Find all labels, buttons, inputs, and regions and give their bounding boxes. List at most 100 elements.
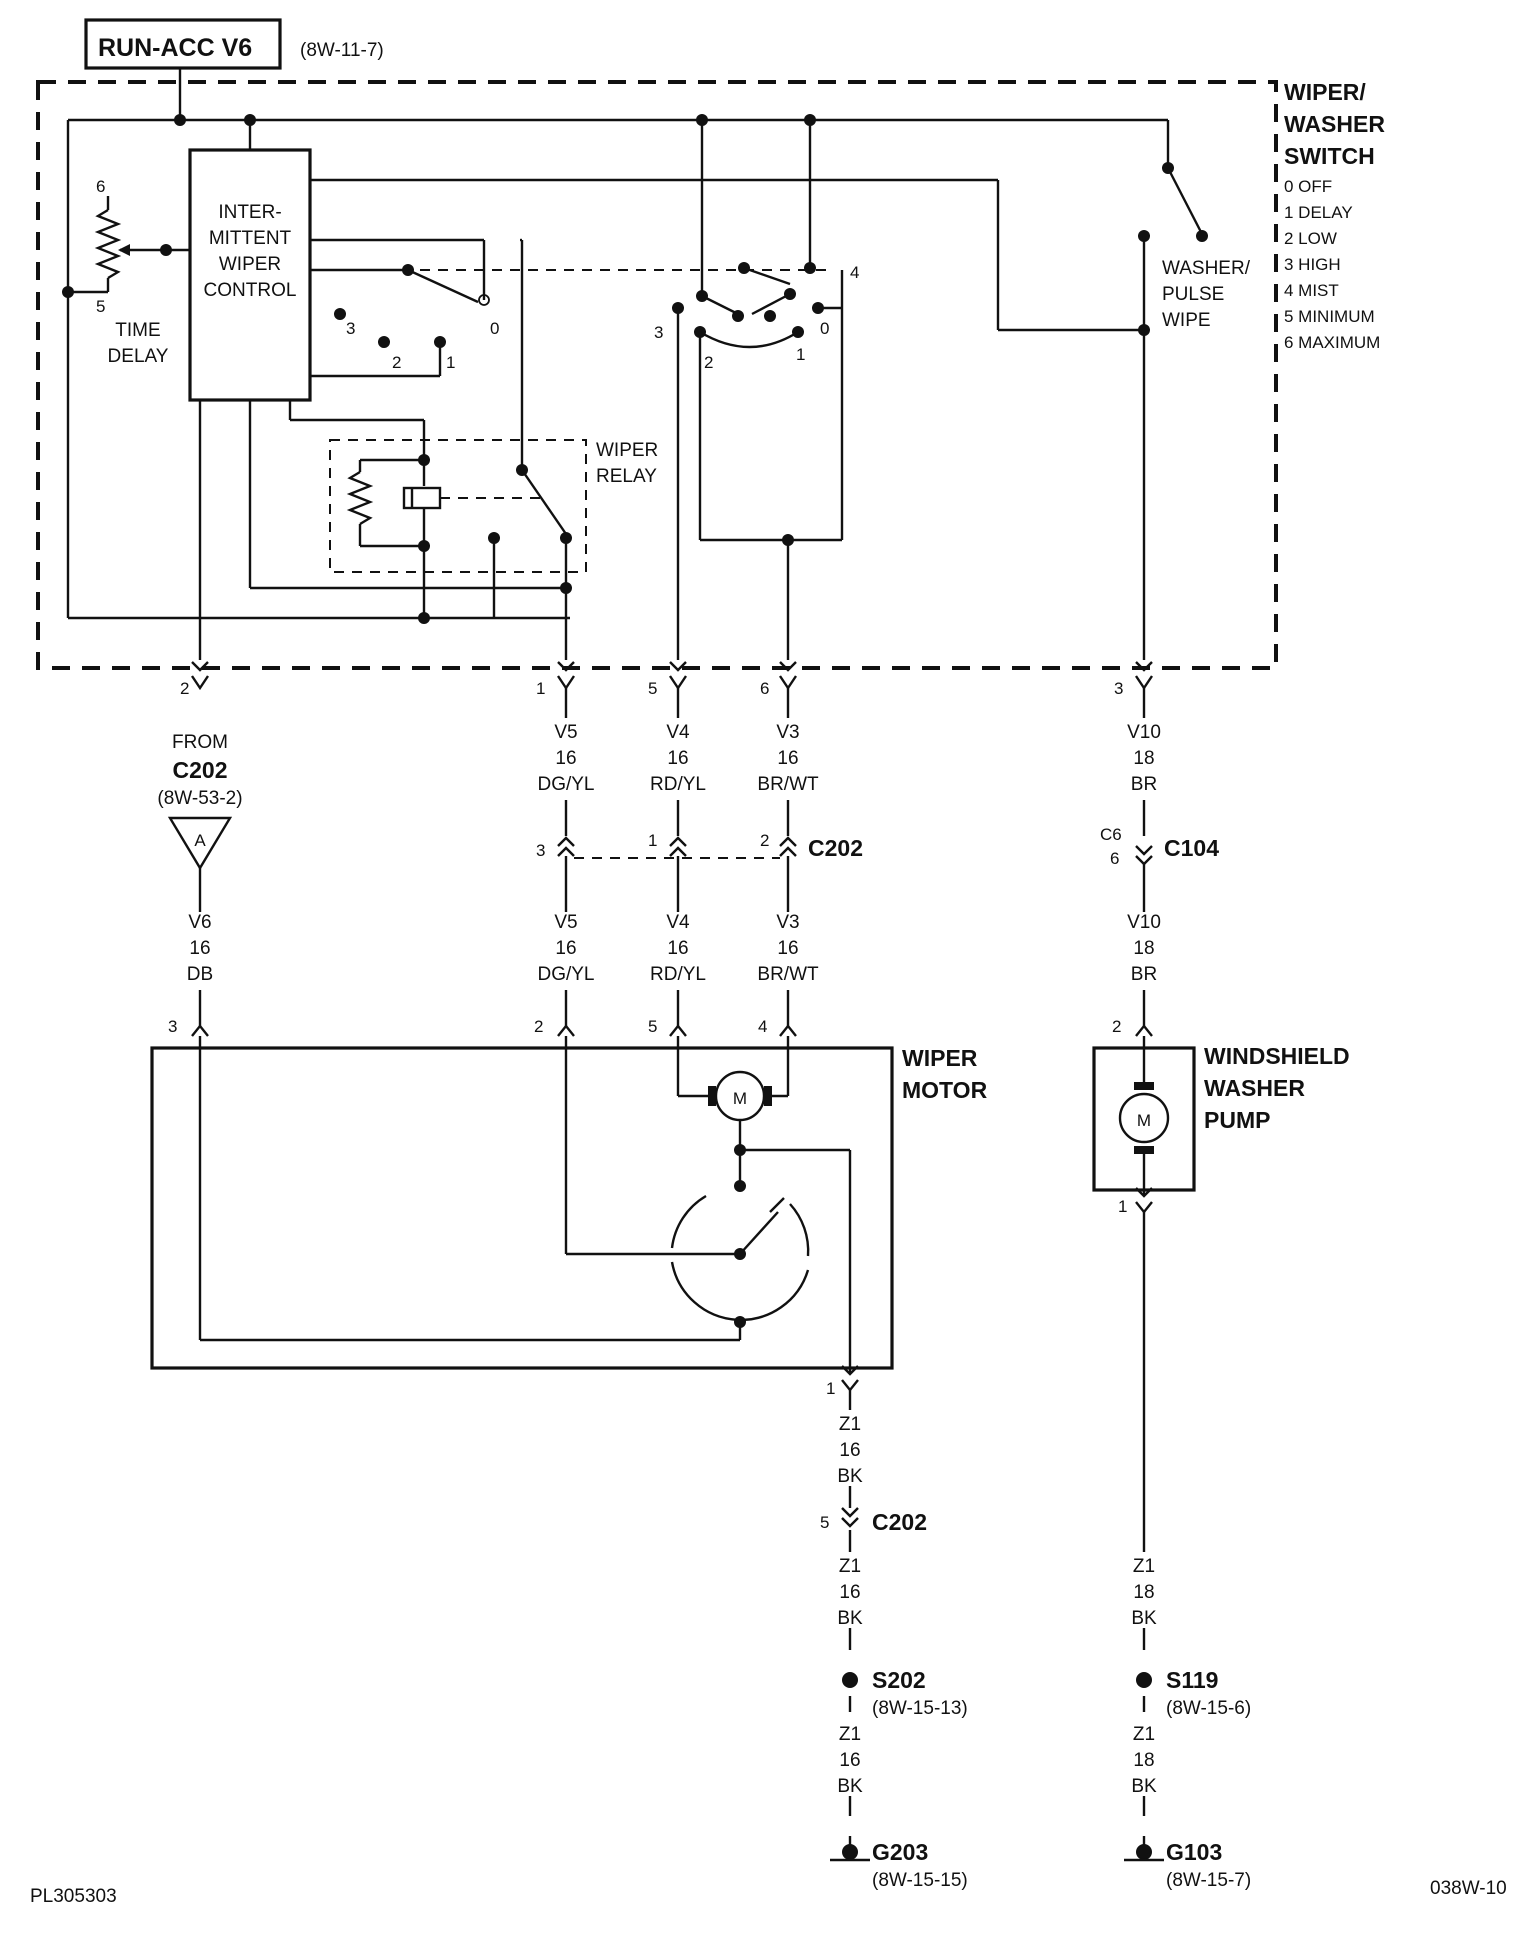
svg-text:A: A: [194, 831, 206, 850]
wiper-motor-internals: M: [198, 1036, 852, 1374]
svg-text:(8W-53-2): (8W-53-2): [157, 788, 242, 809]
svg-text:FROM: FROM: [172, 732, 228, 753]
main-pin-2: 2: [704, 353, 713, 372]
int-pin-1: 1: [446, 353, 455, 372]
svg-text:DG/YL: DG/YL: [537, 964, 594, 985]
motor-ground-pin-1: 1: [826, 1379, 835, 1398]
wire-label-v4-lower: V4 16 RD/YL: [650, 912, 706, 985]
svg-text:16: 16: [189, 938, 210, 959]
svg-text:V10: V10: [1127, 722, 1161, 743]
svg-text:Z1: Z1: [1133, 1724, 1155, 1745]
svg-text:TIME: TIME: [115, 320, 160, 341]
svg-text:WIPER: WIPER: [596, 440, 658, 461]
svg-text:Z1: Z1: [839, 1556, 861, 1577]
svg-text:PUMP: PUMP: [1204, 1107, 1270, 1133]
left-c202-connector: [841, 1507, 859, 1528]
svg-text:16: 16: [839, 1440, 860, 1461]
svg-text:MITTENT: MITTENT: [209, 228, 292, 249]
left-wire-z1-a: Z1 16 BK: [837, 1414, 863, 1487]
svg-text:V5: V5: [554, 722, 577, 743]
splice-s119-label: S119: [1166, 1667, 1218, 1693]
ground-g203-label: G203: [872, 1839, 928, 1865]
svg-text:16: 16: [667, 748, 688, 769]
svg-text:WASHER/: WASHER/: [1162, 258, 1251, 279]
svg-text:BK: BK: [837, 1776, 863, 1797]
int-pin-2: 2: [392, 353, 401, 372]
svg-text:Z1: Z1: [1133, 1556, 1155, 1577]
svg-text:BK: BK: [1131, 1776, 1157, 1797]
wire-label-v5-lower: V5 16 DG/YL: [537, 912, 594, 985]
svg-text:CONTROL: CONTROL: [204, 280, 297, 301]
svg-text:DG/YL: DG/YL: [537, 774, 594, 795]
c202-mid-label: C202: [808, 835, 863, 861]
svg-text:C202: C202: [173, 757, 228, 783]
svg-text:BR: BR: [1131, 774, 1157, 795]
left-c202-pin: 5: [820, 1513, 829, 1532]
time-delay-potentiometer: [62, 196, 190, 298]
svg-text:18: 18: [1133, 1582, 1154, 1603]
c104-pin-c6: C6: [1100, 825, 1122, 844]
splice-s119-ref: (8W-15-6): [1166, 1698, 1251, 1719]
left-c202-label: C202: [872, 1509, 927, 1535]
svg-text:6 MAXIMUM: 6 MAXIMUM: [1284, 333, 1380, 352]
ground-g203-ref: (8W-15-15): [872, 1870, 968, 1891]
power-bus: [66, 114, 1168, 620]
svg-text:WIPER: WIPER: [219, 254, 281, 275]
switch-position-list: 0 OFF 1 DELAY 2 LOW 3 HIGH 4 MIST 5 MINI…: [1284, 177, 1380, 352]
washer-pulse-label: WASHER/ PULSE WIPE: [1162, 258, 1251, 331]
ground-g103-label: G103: [1166, 1839, 1222, 1865]
motor-pin-2: 2: [534, 1017, 543, 1036]
cavity-pin-2: 2: [180, 679, 189, 698]
washer-pump-motor: M: [1118, 1036, 1170, 1214]
intermittent-selector: [310, 238, 830, 378]
c104-label: C104: [1164, 835, 1219, 861]
right-wire-z1-b: Z1 18 BK: [1131, 1724, 1157, 1797]
svg-text:BK: BK: [837, 1608, 863, 1629]
motor-pin-4: 4: [758, 1017, 767, 1036]
right-wire-z1-a: Z1 18 BK: [1131, 1556, 1157, 1629]
svg-text:WIPER: WIPER: [902, 1045, 978, 1071]
svg-text:M: M: [733, 1089, 747, 1108]
pump-top-pin: [1135, 1024, 1153, 1037]
c104-connector: [1135, 845, 1153, 912]
switch-housing: [36, 80, 1278, 670]
svg-text:RD/YL: RD/YL: [650, 774, 706, 795]
svg-text:PULSE: PULSE: [1162, 284, 1224, 305]
wiper-relay-label: WIPER RELAY: [596, 440, 658, 487]
wire-label-v10-upper: V10 18 BR: [1127, 722, 1161, 795]
cavity-pin-6: 6: [760, 679, 769, 698]
c202-mid-pin-1: 1: [648, 831, 657, 850]
int-pin-0: 0: [490, 319, 499, 338]
c202-mid-pin-3: 3: [536, 841, 545, 860]
ground-g103-ref: (8W-15-7): [1166, 1870, 1251, 1891]
svg-text:INTER-: INTER-: [218, 202, 281, 223]
main-pin-0: 0: [820, 319, 829, 338]
wire-label-v6-lower: V6 16 DB: [187, 912, 213, 985]
svg-text:WIPER/: WIPER/: [1284, 79, 1366, 105]
time-delay-label: TIME DELAY: [108, 320, 169, 367]
wire-label-v5-upper: V5 16 DG/YL: [537, 722, 594, 795]
splice-s202-label: S202: [872, 1667, 926, 1693]
svg-text:BR/WT: BR/WT: [757, 964, 819, 985]
svg-text:M: M: [1137, 1111, 1151, 1130]
main-mode-switch: [310, 120, 1144, 660]
svg-text:16: 16: [555, 938, 576, 959]
motor-pin-3: 3: [168, 1017, 177, 1036]
source-ref: (8W-11-7): [300, 40, 384, 61]
wire-label-v3-upper: V3 16 BR/WT: [757, 722, 819, 795]
splice-s202-ref: (8W-15-13): [872, 1698, 968, 1719]
svg-text:RELAY: RELAY: [596, 466, 657, 487]
svg-text:DELAY: DELAY: [108, 346, 169, 367]
svg-text:V3: V3: [776, 912, 799, 933]
ground-g103-symbol: [1124, 1844, 1164, 1862]
svg-text:16: 16: [667, 938, 688, 959]
c104-pin-6: 6: [1110, 849, 1119, 868]
cavity-pin-3: 3: [1114, 679, 1123, 698]
svg-text:BR/WT: BR/WT: [757, 774, 819, 795]
from-c202-reference: FROM C202 (8W-53-2) A: [157, 732, 243, 912]
intermittent-control-label: INTER- MITTENT WIPER CONTROL: [204, 202, 297, 301]
motor-pin-5: 5: [648, 1017, 657, 1036]
svg-text:BK: BK: [837, 1466, 863, 1487]
pot-pin-5: 5: [96, 297, 105, 316]
wiper-motor-pins: [191, 1024, 797, 1037]
